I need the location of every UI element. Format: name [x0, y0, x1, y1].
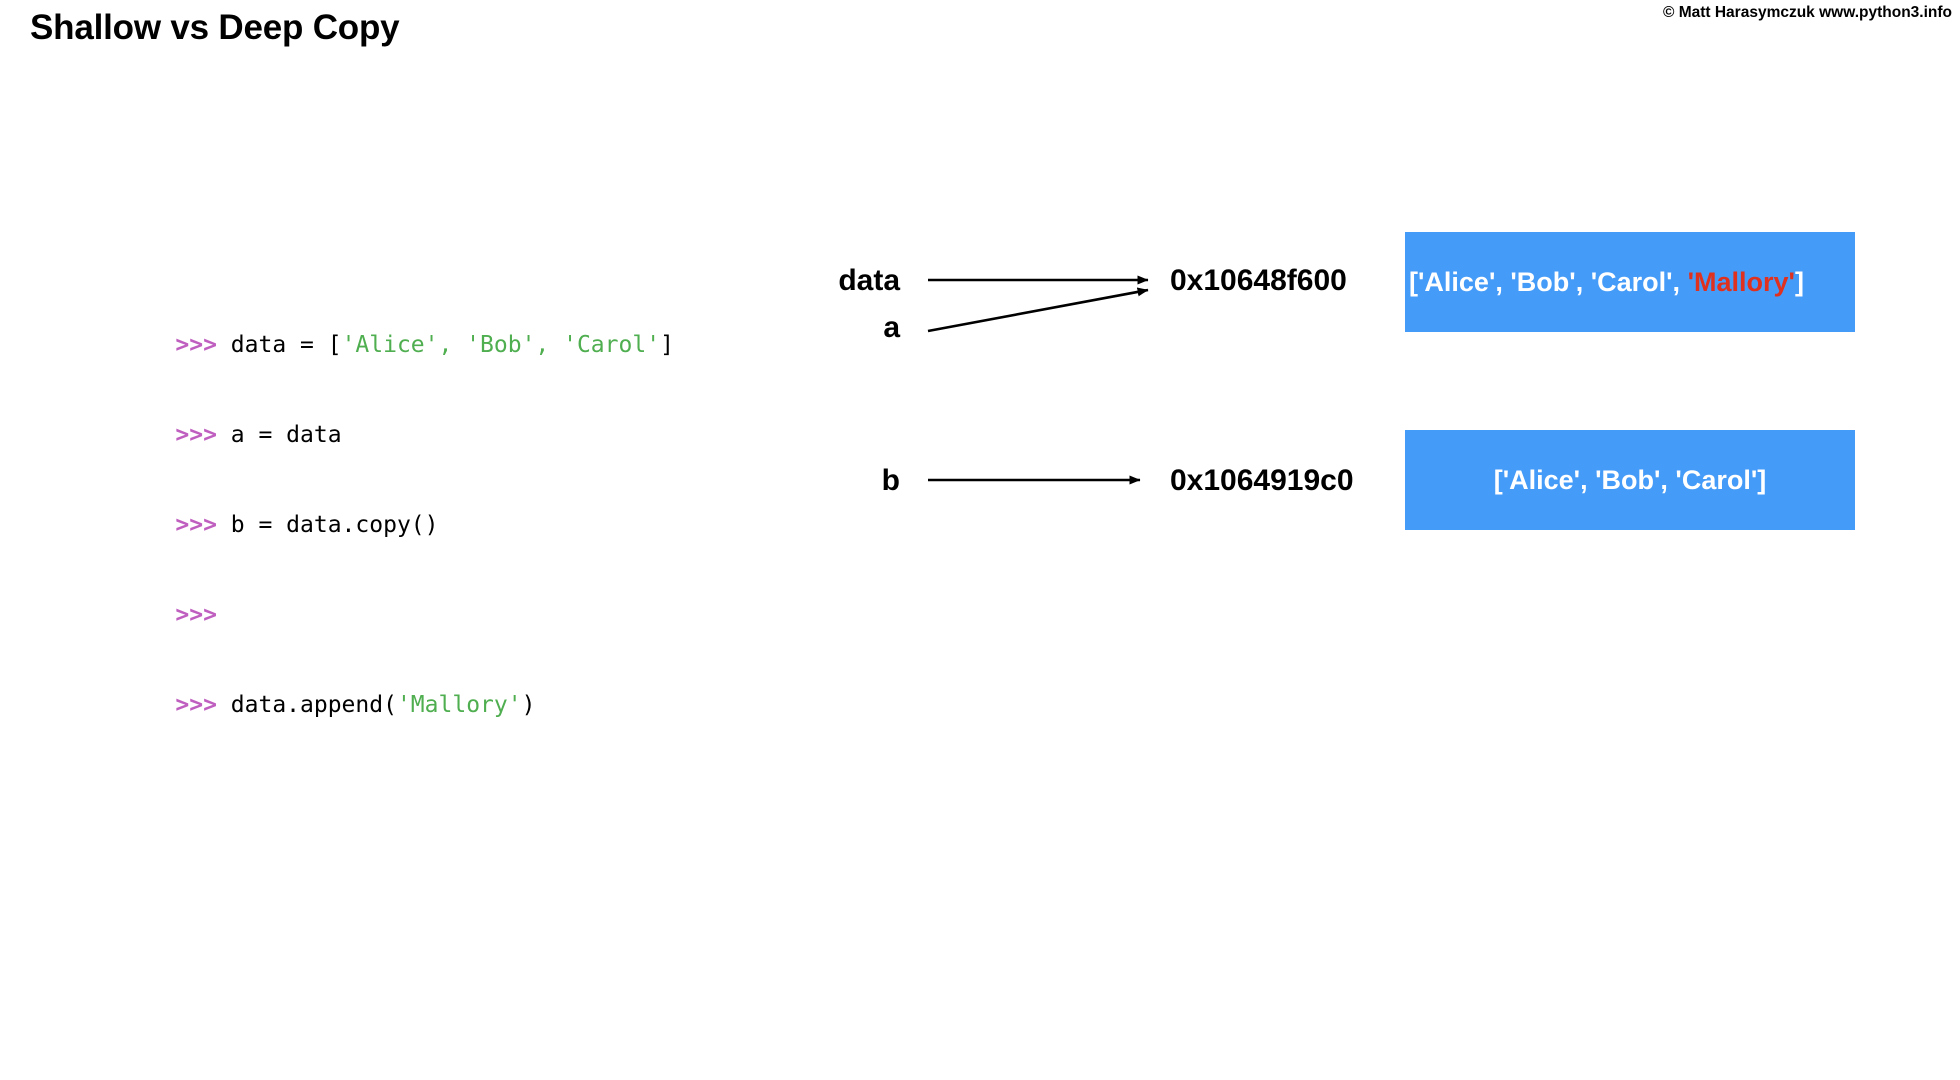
repl-prompt: >>> [175, 512, 231, 538]
value-box-row-1: ['Alice', 'Bob', 'Carol', 'Mallory'] [1405, 232, 1855, 332]
value-suffix: ] [1794, 266, 1804, 297]
value-prefix: ['Alice', 'Bob', 'Carol'] [1493, 464, 1767, 495]
code-line: >>> [120, 570, 674, 628]
code-line: >>> data.append('Mallory') [120, 660, 674, 718]
arrow-a-to-address [927, 287, 1149, 333]
code-line: >>> b = data.copy() [120, 480, 674, 538]
memory-address-row-1: 0x10648f600 [1170, 264, 1347, 297]
value-text-row-2: ['Alice', 'Bob', 'Carol'] [1494, 465, 1767, 496]
code-token: data.append( [230, 692, 397, 718]
code-line: >>> a = data [120, 390, 674, 448]
memory-address-row-2: 0x1064919c0 [1170, 464, 1354, 497]
repl-prompt: >>> [175, 602, 217, 628]
code-string-token: 'Alice', 'Bob', 'Carol' [341, 332, 661, 358]
repl-prompt: >>> [175, 422, 231, 448]
repl-prompt: >>> [175, 692, 231, 718]
code-block: >>> data = ['Alice', 'Bob', 'Carol'] >>>… [120, 240, 674, 720]
code-token: b = data.copy() [230, 512, 439, 538]
code-string-token: 'Mallory' [396, 692, 522, 718]
variable-label-b: b [881, 464, 900, 497]
code-line: >>> data = ['Alice', 'Bob', 'Carol'] [120, 300, 674, 358]
variable-label-data: data [838, 264, 900, 297]
code-token: a = data [230, 422, 342, 448]
value-prefix: ['Alice', 'Bob', 'Carol', [1409, 266, 1688, 297]
variable-label-a: a [883, 311, 900, 344]
code-token: data = [ [230, 332, 342, 358]
value-text-row-1: ['Alice', 'Bob', 'Carol', 'Mallory'] [1409, 267, 1804, 298]
page-title: Shallow vs Deep Copy [30, 8, 400, 47]
repl-prompt: >>> [175, 332, 231, 358]
copyright-notice: © Matt Harasymczuk www.python3.info [1662, 4, 1952, 21]
value-highlight: 'Mallory' [1687, 266, 1795, 297]
value-box-row-2: ['Alice', 'Bob', 'Carol'] [1405, 430, 1855, 530]
code-token: ] [660, 332, 674, 358]
code-token: ) [521, 692, 536, 718]
